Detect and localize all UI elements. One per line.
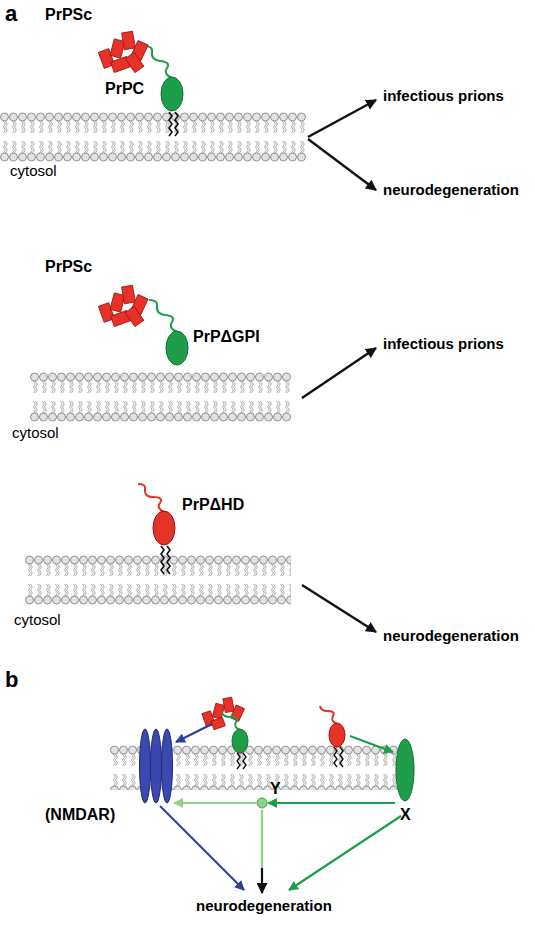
pathway-arrow [261, 868, 263, 893]
compartment-label: cytosol [14, 612, 61, 629]
membrane-pattern [25, 555, 291, 605]
prp-delta-hd-protein-shape [152, 510, 176, 546]
receptor-subunit [151, 729, 162, 803]
prpc-protein-shape [160, 76, 184, 112]
membrane-pattern [30, 372, 291, 422]
protein-circle [257, 798, 267, 808]
pathway-arrow [350, 736, 393, 752]
node-label: (NMDAR) [45, 806, 115, 824]
prp-delta-gpi-protein: PrPΔGPI [165, 330, 189, 366]
gpi-anchor [161, 546, 170, 574]
aggregate-block [125, 52, 144, 72]
pathway-line [261, 810, 263, 868]
node-label: X [400, 806, 411, 824]
aggregate-block [122, 31, 136, 50]
pathway-arrow [176, 724, 212, 742]
outcome-label: infectious prions [383, 88, 504, 105]
n-terminal-tail [149, 300, 177, 332]
outcome-arrow [308, 100, 376, 137]
compartment-label: cytosol [12, 425, 59, 442]
prion-aggregate: PrPSc [95, 28, 155, 80]
membrane-pattern [0, 112, 306, 162]
receptor-subunit [140, 729, 151, 803]
node-label: PrPΔGPI [193, 328, 260, 346]
pathway-arrow [160, 806, 244, 890]
n-terminal-tail [144, 46, 172, 78]
outcome-label: neurodegeneration [383, 628, 519, 645]
outcome-arrow [302, 348, 376, 398]
node-label: PrPΔHD [182, 496, 244, 514]
outcome-arrow [308, 139, 376, 190]
outcome-label: neurodegeneration [383, 182, 519, 199]
outcome-label: infectious prions [383, 336, 504, 353]
node-label: PrPSc [45, 6, 92, 24]
y-protein: Y [256, 797, 268, 809]
prp-delta-hd-protein: PrPΔHD [152, 510, 176, 546]
protein-oval [161, 77, 183, 111]
receptor-subunit [162, 729, 173, 803]
prion-aggregate-shape [95, 282, 155, 332]
prion-aggregate-shape [95, 28, 155, 80]
aggregate-block [211, 717, 225, 730]
aggregate-block [212, 703, 224, 719]
x-protein: X [395, 738, 415, 802]
prpc-protein [232, 729, 248, 753]
prp-delta-gpi-protein-shape [165, 330, 189, 366]
outcome-arrow [302, 585, 376, 632]
panel-letter: a [5, 2, 17, 26]
gpi-anchor [334, 747, 343, 767]
protein-oval [396, 739, 414, 801]
y-protein-shape [256, 797, 268, 809]
node-label: Y [270, 780, 281, 798]
n-terminal-tail [222, 713, 240, 730]
pathway-arrow [289, 816, 401, 890]
pathway-arrow [268, 802, 395, 804]
protein-oval [166, 331, 188, 365]
prion-aggregate: PrPSc [95, 282, 155, 332]
aggregate-block [122, 285, 136, 304]
nmda-receptor: (NMDAR) [138, 728, 174, 804]
aggregate-block [223, 697, 234, 712]
prp-delta-hd-protein [329, 723, 345, 747]
nmda-receptor-shape [138, 728, 174, 804]
lipid-bilayer [25, 555, 291, 605]
outcome-label: neurodegeneration [196, 898, 332, 915]
node-label: PrPSc [45, 258, 92, 276]
protein-oval [153, 511, 175, 545]
x-protein-shape [395, 738, 415, 802]
lipid-bilayer [0, 112, 306, 162]
panel-letter: b [5, 668, 18, 692]
node-label: PrPC [105, 80, 144, 98]
lipid-bilayer [30, 372, 291, 422]
prpc-protein: PrPC [160, 76, 184, 112]
gpi-anchor [169, 112, 178, 136]
compartment-label: cytosol [10, 163, 57, 180]
aggregate-block [125, 306, 144, 326]
pathway-arrow [174, 802, 256, 804]
truncated-tail [138, 484, 164, 512]
truncated-tail [320, 706, 337, 724]
gpi-anchor [237, 753, 246, 769]
